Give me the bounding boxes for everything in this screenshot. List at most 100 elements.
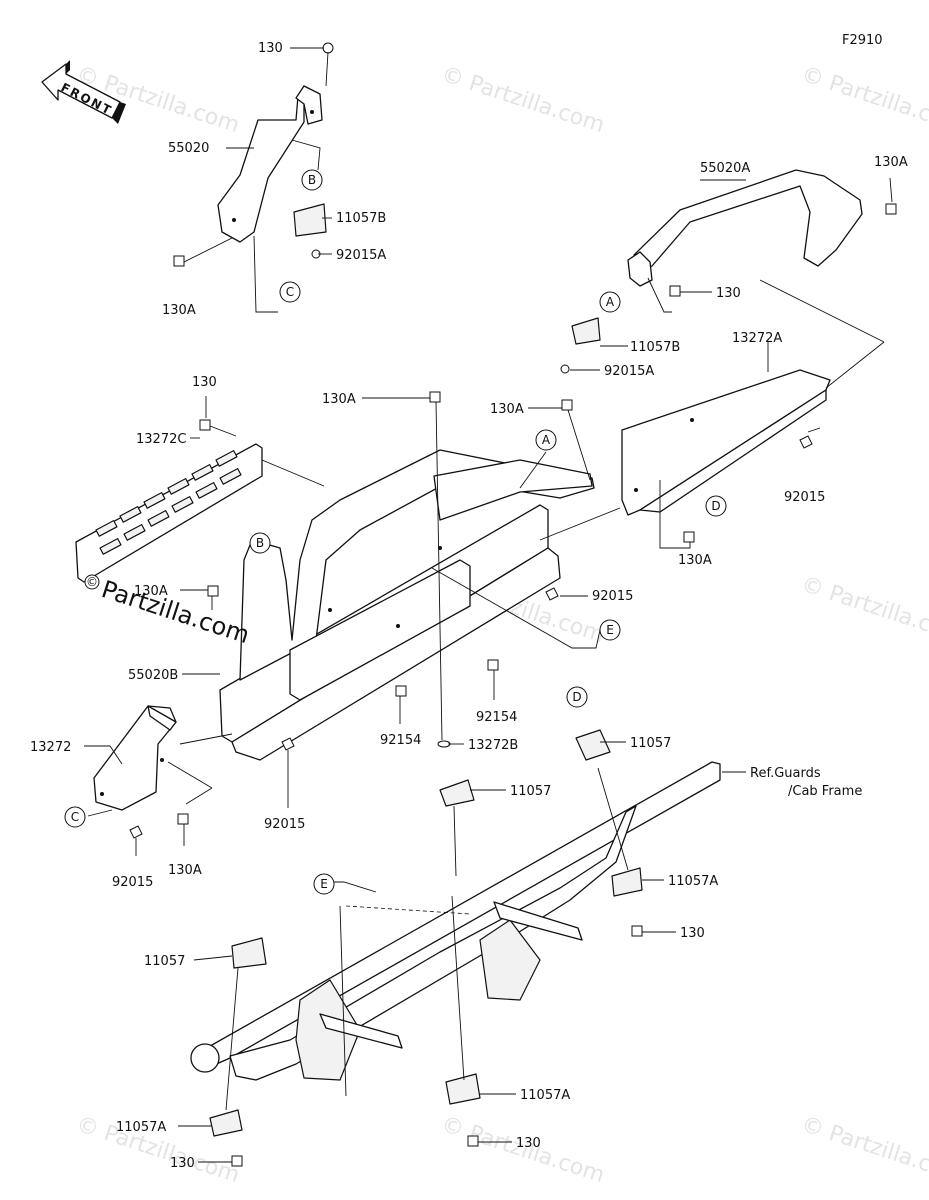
svg-text:B: B (256, 536, 264, 550)
left-side-guard-plate (93, 705, 177, 811)
svg-text:D: D (572, 690, 581, 704)
bolt-130A-left (173, 237, 233, 267)
guard-13272A (621, 369, 831, 543)
clamp-11057B-right (571, 317, 601, 345)
label-92015-low: 92015 (264, 817, 305, 832)
label-130A-center1: 130A (322, 392, 356, 407)
watermark: © Partzilla.com (798, 572, 929, 648)
bolt-130A-low (177, 813, 189, 825)
bumper-inner-bracket (289, 559, 471, 701)
frame-tube-end (190, 1043, 220, 1073)
guard-rail (633, 169, 863, 271)
reference-note: Ref.Guards /Cab Frame (750, 766, 862, 799)
label-13272B: 13272B (468, 738, 518, 753)
grille-slots (95, 450, 242, 555)
label-92015-bottomleft: 92015 (112, 875, 153, 890)
label-92154-a: 92154 (380, 733, 421, 748)
label-92015A-left: 92015A (336, 248, 386, 263)
label-11057-d: 11057 (630, 736, 671, 751)
grille-panel (75, 443, 263, 583)
clamp-11057B-left (293, 203, 327, 237)
ref-note-line1: Ref.Guards (750, 766, 821, 781)
watermark: © Partzilla.com (798, 1112, 929, 1188)
frame-cross-bar-right (493, 901, 583, 941)
callout-d-right: D (705, 495, 727, 517)
label-55020B: 55020B (128, 668, 178, 683)
label-130-top: 130 (258, 41, 283, 56)
label-130-lowright: 130 (680, 926, 705, 941)
clamp-11057-d (575, 729, 611, 761)
label-11057B-right: 11057B (630, 340, 680, 355)
bolt-130A-center1 (429, 391, 443, 741)
callout-e-frame: E (313, 873, 335, 895)
svg-text:B: B (308, 173, 316, 187)
label-130-bottomleft: 130 (170, 1156, 195, 1171)
label-130A-left: 130A (162, 303, 196, 318)
bumper-55020B (207, 391, 595, 761)
part-labels: 130 55020 11057B 92015A 130A 55020A 130A… (30, 41, 908, 1171)
label-13272A: 13272A (732, 331, 782, 346)
label-130-right: 130 (716, 286, 741, 301)
clamp-11057A-bottom (445, 1073, 481, 1105)
guard-bracket (295, 85, 323, 125)
diagram-code: F2910 (842, 33, 883, 48)
svg-text:D: D (711, 499, 720, 513)
grille-13272C (75, 419, 263, 583)
cab-frame (190, 729, 721, 1167)
bolt-130-bottomleft (231, 1155, 243, 1167)
label-130A-topright: 130A (874, 155, 908, 170)
clamp-11057-center (439, 779, 475, 807)
bumper-lower-plate (231, 547, 561, 761)
guard-55020A (560, 169, 897, 374)
bolt-92154-a (395, 685, 407, 697)
svg-text:A: A (542, 433, 551, 447)
label-55020A: 55020A (700, 161, 750, 176)
label-11057-left: 11057 (144, 954, 185, 969)
nut-92015-low (281, 737, 295, 751)
svg-text:E: E (320, 877, 328, 891)
bolt-130-right (669, 285, 681, 297)
svg-text:A: A (606, 295, 615, 309)
clamp-11057A-left (209, 1109, 243, 1137)
ref-note-line2: /Cab Frame (788, 784, 862, 799)
label-11057B-left: 11057B (336, 211, 386, 226)
clamp-11057A-right (611, 867, 643, 897)
callout-a-right: A (599, 291, 621, 313)
callout-a-bumper: A (535, 429, 557, 451)
side-guard-edge (639, 389, 827, 513)
frame-cross-bar-left (319, 1013, 403, 1049)
frame-lower-tube (229, 805, 637, 1081)
callout-c-left: C (64, 806, 86, 828)
label-11057A-bottom: 11057A (520, 1088, 570, 1103)
frame-leg-left (295, 979, 361, 1081)
label-130-bottom: 130 (516, 1136, 541, 1151)
label-130A-midleft: 130A (134, 584, 168, 599)
nut-92015-mid (545, 587, 559, 601)
label-11057A-right: 11057A (668, 874, 718, 889)
bolt-130-bottom (467, 1135, 479, 1147)
guard-13272 (93, 705, 189, 839)
label-130A-right: 130A (678, 553, 712, 568)
frame-leg-right (479, 919, 541, 1001)
bolt-130A-topright (885, 203, 897, 215)
brand-logo: © Partzilla.com (84, 574, 253, 649)
bolt-92154-b (487, 659, 499, 671)
watermark: © Partzilla.com (798, 62, 929, 138)
brand-text: Partzilla.com (98, 575, 253, 649)
guard-55020 (173, 42, 334, 267)
label-92015A-right: 92015A (604, 364, 654, 379)
label-11057-center: 11057 (510, 784, 551, 799)
callout-c-top: C (279, 281, 301, 303)
bolt-130-top (322, 42, 334, 87)
bolt-130A-center2 (561, 399, 591, 481)
left-side-guard-top (147, 705, 177, 731)
label-130-mid: 130 (192, 375, 217, 390)
label-13272C: 13272C (136, 432, 186, 447)
label-92015-right: 92015 (784, 490, 825, 505)
svg-text:E: E (606, 623, 614, 637)
callout-b-bumper: B (249, 532, 271, 554)
rail-bracket (627, 251, 653, 287)
clamp-11057-left (231, 937, 267, 969)
svg-text:C: C (71, 810, 79, 824)
